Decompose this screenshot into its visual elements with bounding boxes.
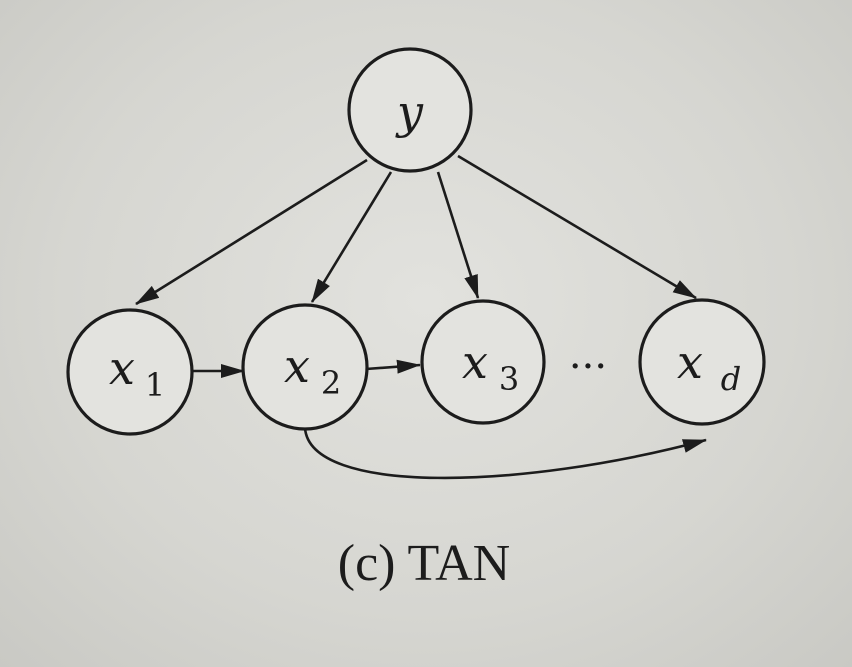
node-x1-subscript: 1: [145, 366, 165, 404]
edge-y-x2: [310, 171, 393, 303]
node-x3-label: x: [462, 335, 488, 389]
edge-y-x1: [135, 158, 368, 306]
edges: [135, 154, 707, 480]
edge-y-x3: [436, 171, 480, 299]
node-x3: x 3: [420, 299, 546, 425]
node-x1: x 1: [66, 308, 194, 436]
node-xd: x d: [638, 298, 766, 426]
node-xd-label: x: [677, 335, 703, 389]
node-x2-subscript: 2: [321, 364, 341, 402]
node-x1-label: x: [109, 341, 135, 395]
figure-caption: (c) TAN: [338, 535, 510, 592]
node-y: y: [347, 47, 473, 173]
ellipsis: ···: [569, 344, 607, 390]
node-x2: x 2: [241, 303, 369, 431]
node-y-label: y: [395, 85, 424, 139]
node-x3-subscript: 3: [499, 360, 519, 398]
node-x2-label: x: [284, 339, 310, 393]
node-xd-subscript: d: [721, 360, 741, 398]
edge-x2-xd: [303, 427, 707, 480]
edge-x2-x3: [365, 359, 421, 374]
edge-y-xd: [457, 154, 697, 300]
